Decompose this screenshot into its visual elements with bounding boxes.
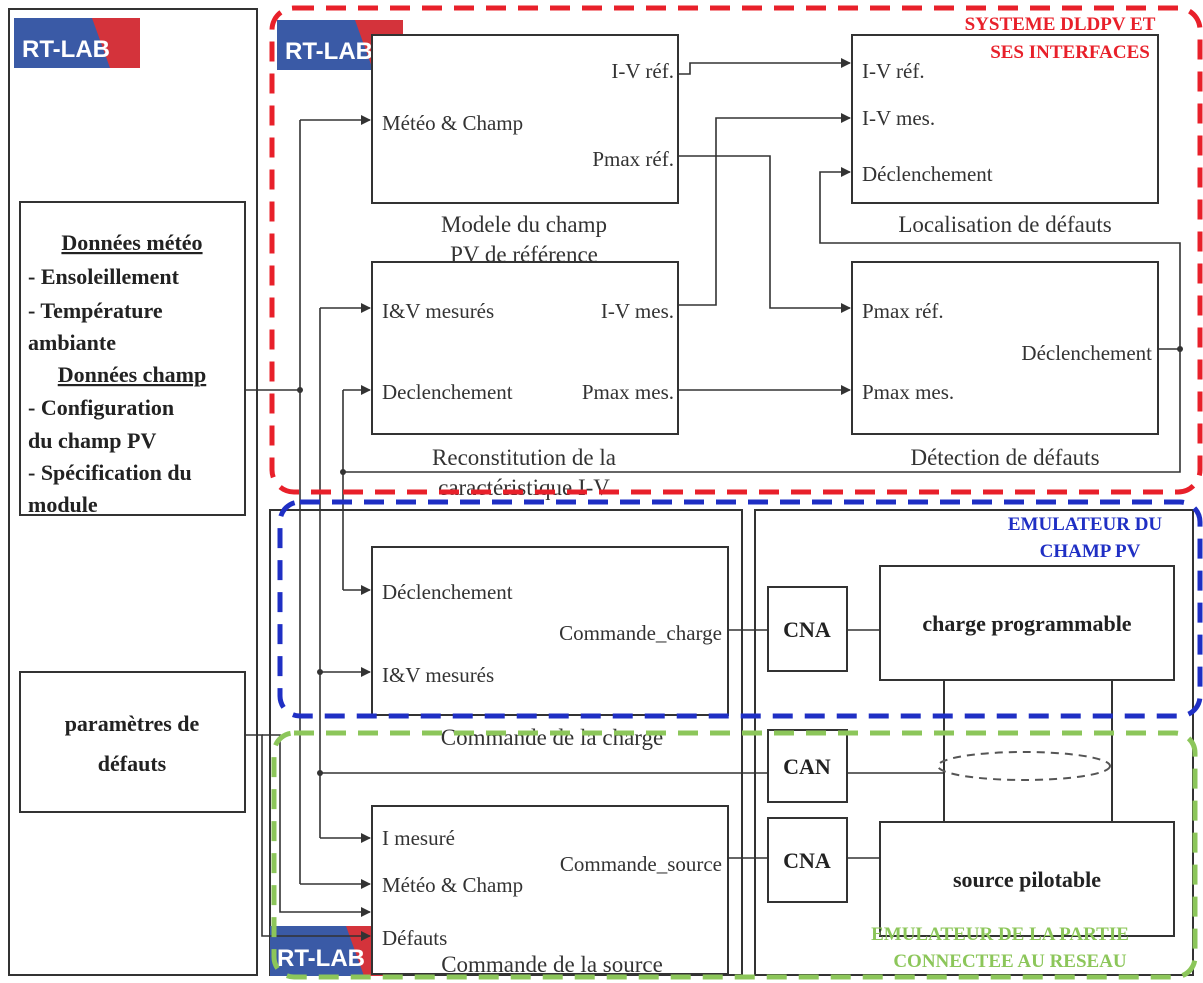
block-caption: Reconstitution de la	[432, 445, 616, 470]
zone-title: CHAMP PV	[1040, 541, 1141, 562]
zone-title: SYSTEME DLDPV ET	[965, 14, 1156, 35]
meteo-line: module	[28, 492, 98, 517]
can-label: CAN	[783, 754, 831, 779]
grid-emulator-zone	[271, 730, 1198, 980]
source-command-block	[371, 805, 729, 975]
fault-params-box	[19, 671, 246, 813]
zone-title: EMULATEUR DU	[1008, 514, 1163, 535]
logo-text: RT-LAB	[285, 38, 373, 65]
rtlab-logo-left: RT-LAB	[14, 18, 140, 68]
logo-text: RT-LAB	[22, 36, 110, 63]
block-caption: Détection de défauts	[910, 445, 1099, 470]
port-label: Pmax mes.	[582, 380, 674, 404]
detection-block	[851, 261, 1159, 435]
source-label: source pilotable	[953, 867, 1101, 892]
fault-params-line: défauts	[98, 751, 167, 776]
logo-text: RT-LAB	[277, 945, 365, 972]
port-label: I&V mesurés	[382, 299, 494, 323]
port-label: Pmax réf.	[862, 299, 944, 323]
port-label: I-V mes.	[601, 299, 674, 323]
port-label: I-V mes.	[862, 106, 935, 130]
port-label: Défauts	[382, 926, 447, 950]
meteo-title: Données météo	[61, 230, 202, 255]
meteo-line: - Ensoleillement	[28, 264, 180, 289]
block-caption: Modele du champ	[441, 212, 607, 237]
block-caption: Commande de la source	[441, 952, 663, 977]
port-label: Météo & Champ	[382, 111, 523, 135]
block-caption: Localisation de défauts	[898, 212, 1111, 237]
cna-label: CNA	[783, 848, 831, 873]
field-title: Données champ	[58, 362, 207, 387]
block-caption: Commande de la charge	[441, 725, 663, 750]
port-label: Commande_charge	[559, 621, 722, 645]
zone-title: SES INTERFACES	[990, 42, 1150, 63]
port-label: I&V mesurés	[382, 663, 494, 687]
measurement-ellipse	[937, 751, 1111, 781]
meteo-line: du champ PV	[28, 428, 156, 453]
meteo-line: - Température	[28, 298, 163, 323]
port-label: Déclenchement	[1021, 341, 1152, 365]
pv-emulator-zone	[277, 499, 1203, 719]
zone-title: CONNECTEE AU RESEAU	[893, 951, 1127, 972]
port-label: Pmax mes.	[862, 380, 954, 404]
zone-title: EMULATEUR DE LA PARTIE	[871, 924, 1129, 945]
meteo-line: - Configuration	[28, 395, 174, 420]
fault-params-line: paramètres de	[65, 711, 200, 736]
cna-source-box	[767, 817, 848, 903]
port-label: Météo & Champ	[382, 873, 523, 897]
port-label: Pmax réf.	[592, 147, 674, 171]
meteo-line: - Spécification du	[28, 460, 192, 485]
cna-label: CNA	[783, 617, 831, 642]
load-command-block	[371, 546, 729, 716]
load-label: charge programmable	[922, 611, 1131, 636]
port-label: I mesuré	[382, 826, 455, 850]
port-label: Déclenchement	[382, 580, 513, 604]
block-caption: caractéristique I-V	[438, 475, 610, 500]
port-label: Déclenchement	[862, 162, 993, 186]
meteo-line: ambiante	[28, 330, 116, 355]
reconstitution-block	[371, 261, 679, 435]
dldpv-zone	[269, 5, 1203, 495]
controllable-source-box	[879, 821, 1175, 937]
port-label: Declenchement	[382, 380, 513, 404]
port-label: Commande_source	[560, 852, 722, 876]
can-box	[767, 729, 848, 803]
cna-load-box	[767, 586, 848, 672]
meteo-data-box	[19, 201, 246, 516]
pv-coupling-box	[943, 679, 1113, 823]
port-label: I-V réf.	[862, 59, 925, 83]
port-label: I-V réf.	[611, 59, 674, 83]
localisation-block	[851, 34, 1159, 204]
ref-model-block	[371, 34, 679, 204]
